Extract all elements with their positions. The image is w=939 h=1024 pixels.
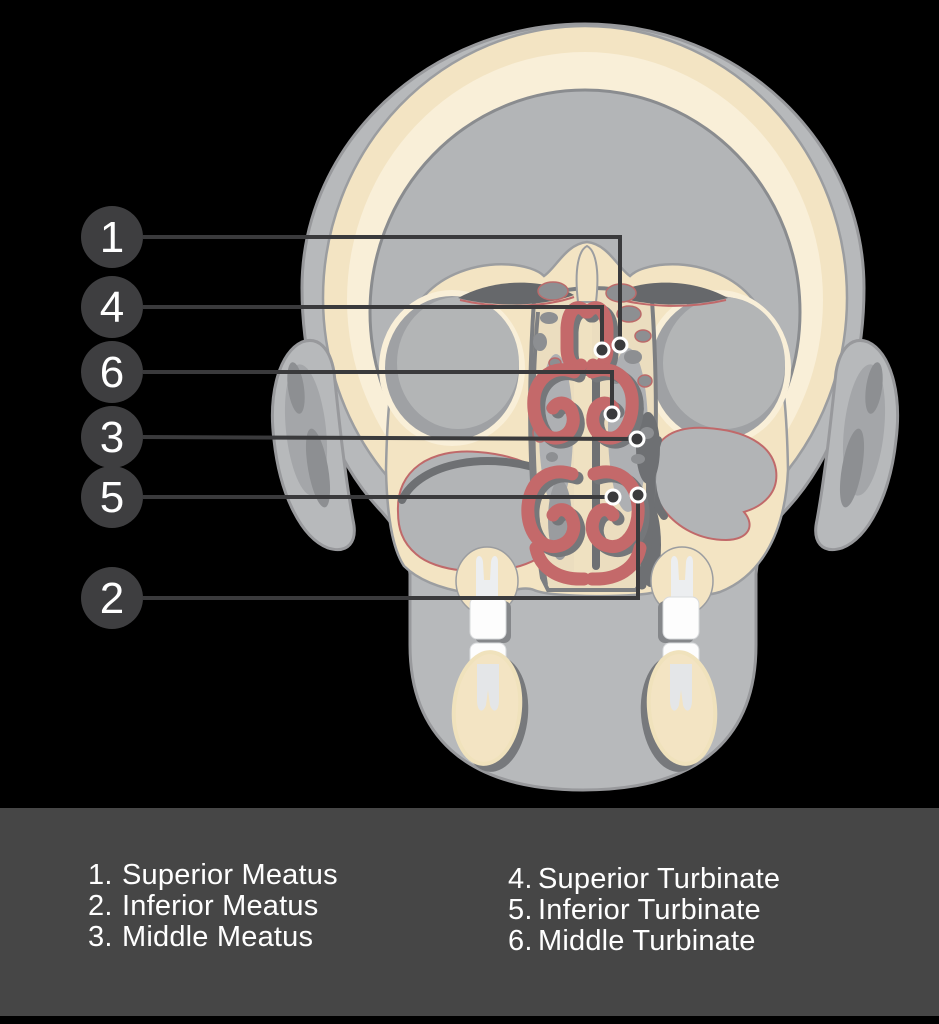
leader-line-4 [143,305,604,350]
legend-number: 6. [508,925,533,957]
callout-number-2: 2 [100,574,124,623]
right-orbital-roof-shadow [612,282,728,305]
left-orbit [379,290,525,446]
left-maxillary-sinus [396,450,566,573]
legend-number: 2. [88,890,113,922]
callout-marker-3[interactable]: 3 [81,406,143,468]
legend-number: 3. [88,921,113,953]
inferior-turbinate-right [585,465,645,554]
legend-item-middle-turbinate: 6. Middle Turbinate [508,926,780,957]
leader-dots [593,336,647,506]
right-ear [814,339,900,551]
callout-marker-4[interactable]: 4 [81,276,143,338]
callout-number-1: 1 [100,213,124,262]
callout-marker-6[interactable]: 6 [81,341,143,403]
legend-label: Inferior Meatus [122,890,319,922]
head-group [270,22,900,792]
callout-number-5: 5 [100,473,124,522]
legend-label: Middle Turbinate [538,925,756,957]
legend-label: Superior Meatus [122,859,338,891]
leader-line-3 [142,435,638,441]
callout-number-3: 3 [100,413,124,462]
leader-lines [142,235,640,600]
legend-item-superior-meatus: 1. Superior Meatus [88,860,338,891]
dot-superior-turbinate [593,341,611,359]
callout-marker-5[interactable]: 5 [81,466,143,528]
legend-label: Inferior Turbinate [538,894,761,926]
dot-inferior-turbinate [604,488,622,506]
right-orbit [645,290,791,446]
callout-markers: 1 4 6 3 5 2 [81,206,143,629]
legend-item-superior-turbinate: 4. Superior Turbinate [508,864,780,895]
right-teeth [640,546,718,772]
dot-middle-meatus [628,430,646,448]
legend-number: 5. [508,894,533,926]
legend-item-middle-meatus: 3. Middle Meatus [88,922,338,953]
callout-number-6: 6 [100,348,124,397]
left-teeth [451,546,529,772]
answer-key-left-column: 1. Superior Meatus 2. Inferior Meatus 3.… [88,860,338,953]
dot-inferior-meatus [629,486,647,504]
callout-marker-2[interactable]: 2 [81,567,143,629]
legend-item-inferior-meatus: 2. Inferior Meatus [88,891,338,922]
callout-number-4: 4 [100,283,124,332]
answer-key-right-column: 4. Superior Turbinate 5. Inferior Turbin… [508,864,780,957]
leader-line-1 [143,235,622,345]
legend-item-inferior-turbinate: 5. Inferior Turbinate [508,895,780,926]
legend-label: Middle Meatus [122,921,314,953]
answer-key-panel: 1. Superior Meatus 2. Inferior Meatus 3.… [0,808,939,1016]
legend-label: Superior Turbinate [538,863,781,895]
dot-superior-meatus [611,336,629,354]
legend-number: 4. [508,863,533,895]
callout-marker-1[interactable]: 1 [81,206,143,268]
leader-line-6 [143,370,614,414]
inferior-turbinate-left [521,465,581,554]
leader-line-2 [143,495,640,600]
nasal-floor-left [529,541,591,586]
crista-galli [575,244,599,303]
dot-middle-turbinate [603,405,621,423]
legend-number: 1. [88,859,113,891]
